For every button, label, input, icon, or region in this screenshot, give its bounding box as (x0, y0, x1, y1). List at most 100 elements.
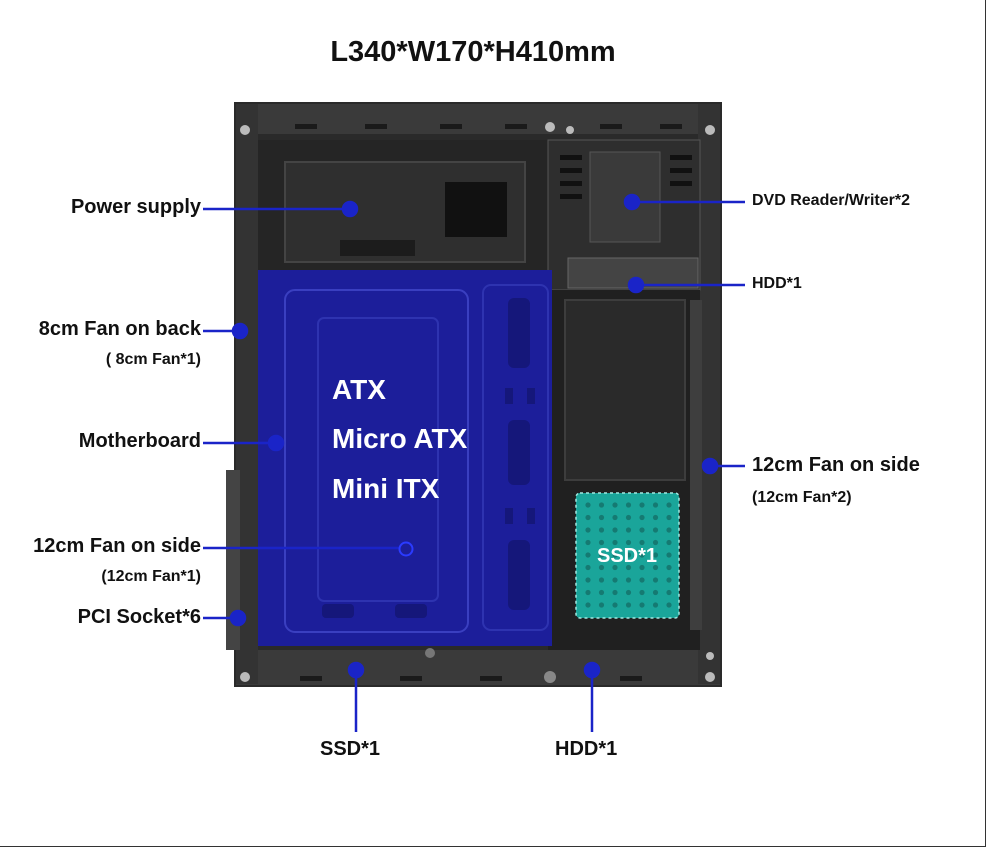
mb-outline (284, 289, 469, 633)
label-pci-socket: PCI Socket*6 (77, 606, 201, 628)
ssd-vent-hole (652, 577, 659, 583)
ssd-vent-hole (652, 602, 659, 608)
label-fan-side-left: 12cm Fan on side (33, 535, 201, 557)
ssd-vent-hole (612, 602, 618, 608)
motherboard-overlay (258, 270, 552, 646)
label-fan-back-sub: ( 8cm Fan*1) (105, 351, 201, 368)
ssd-vent-hole (652, 552, 659, 558)
ssd-vent-hole (598, 589, 605, 596)
ssd-vent-hole (598, 564, 605, 571)
pointer-dot-power-supply (341, 200, 359, 218)
pci-bracket-area (226, 470, 240, 650)
ssd-vent-hole (639, 602, 645, 608)
ssd-inner-label: SSD*1 (597, 545, 658, 567)
ssd-vent-hole (585, 589, 591, 596)
ssd-vent-hole (639, 514, 645, 521)
ssd-vent-hole (639, 502, 645, 508)
ssd-vent-hole (652, 589, 659, 596)
ssd-vent-hole (666, 539, 672, 546)
pointer-dot-dvd (623, 193, 641, 211)
ssd-vent-hole (652, 502, 659, 508)
ssd-vent-hole (625, 514, 632, 521)
side-rail (690, 300, 702, 630)
ssd-vent-hole (585, 577, 591, 583)
ssd-vent-hole (666, 502, 672, 508)
ssd-vent-hole (612, 539, 618, 546)
board-format-mini-itx: Mini ITX (332, 473, 440, 504)
ssd-vent-hole (666, 589, 672, 596)
label-hdd-top: HDD*1 (752, 275, 802, 292)
ssd-vent-hole (598, 577, 605, 583)
psu-slot (340, 240, 415, 256)
ssd-vent-hole (612, 514, 618, 521)
ssd-vent-hole (612, 577, 618, 583)
ssd-vent-hole (666, 527, 672, 533)
mb-side-plate (482, 284, 549, 631)
dimensions-title: L340*W170*H410mm (330, 36, 616, 68)
pointer-dot-hdd-bottom (583, 661, 601, 679)
odd-plate (589, 151, 661, 243)
board-format-micro-atx: Micro ATX (332, 423, 468, 454)
label-fan-side-right: 12cm Fan on side (752, 454, 920, 476)
ssd-vent-hole (639, 564, 645, 571)
pointer-dot-hdd-top (627, 276, 645, 294)
label-ssd-bottom: SSD*1 (320, 738, 381, 760)
board-format-atx: ATX (332, 374, 386, 405)
ssd-vent-hole (625, 577, 632, 583)
rear-tray (564, 299, 686, 481)
ssd-vent-hole (639, 589, 645, 596)
ssd-vent-hole (652, 514, 659, 521)
psu-cutout (445, 182, 507, 237)
odd-vents (560, 155, 692, 199)
label-motherboard: Motherboard (78, 430, 201, 452)
ssd-vent-hole (598, 602, 605, 608)
pointer-dot-motherboard (267, 434, 285, 452)
ssd-vent-hole (666, 552, 672, 558)
ssd-vent-hole (625, 602, 632, 608)
label-fan-side-right-sub: (12cm Fan*2) (752, 489, 852, 506)
ssd-vent-hole (652, 564, 659, 571)
ssd-vent-hole (598, 552, 605, 558)
ssd-vent-hole (666, 577, 672, 583)
label-power-supply: Power supply (70, 196, 201, 218)
label-fan-side-left-sub: (12cm Fan*1) (101, 568, 201, 585)
ssd-vent-hole (612, 564, 618, 571)
ssd-vent-hole (625, 527, 632, 533)
label-dvd: DVD Reader/Writer*2 (752, 192, 910, 209)
label-fan-back: 8cm Fan on back (38, 318, 201, 340)
ssd-vent-hole (612, 552, 618, 558)
ssd-vent-hole (585, 602, 591, 608)
ssd-vent-hole (639, 539, 645, 546)
ssd-vent-hole (625, 502, 632, 508)
mb-inner-outline (317, 317, 439, 602)
ssd-vent-hole (612, 589, 618, 596)
ssd-vent-hole (639, 577, 645, 583)
ssd-vent-hole (625, 564, 632, 571)
ssd-vent-hole (666, 514, 672, 521)
pointer-ring-fan-side-left (398, 541, 414, 557)
ssd-vent-hole (585, 514, 591, 521)
ssd-vent-hole (625, 589, 632, 596)
case-left-rail (236, 104, 258, 684)
ssd-vent-hole (625, 552, 632, 558)
case-screws (240, 122, 715, 683)
ssd-vent-hole (585, 502, 591, 508)
ssd-vent-hole (639, 527, 645, 533)
ssd-vent-holes (585, 502, 672, 608)
ssd-vent-hole (625, 539, 632, 546)
label-hdd-bottom: HDD*1 (555, 738, 618, 760)
ssd-vent-hole (652, 527, 659, 533)
mb-cutouts (322, 298, 535, 618)
pointer-dot-fan-back (231, 322, 249, 340)
ssd-vent-hole (585, 552, 591, 558)
ssd-vent-hole (598, 514, 605, 521)
ssd-vent-hole (585, 564, 591, 571)
case-slots (295, 124, 682, 681)
ssd-vent-hole (666, 602, 672, 608)
pointer-dot-pci (229, 609, 247, 627)
pointer-dot-fan-side-right (701, 457, 719, 475)
ssd-vent-hole (666, 564, 672, 571)
